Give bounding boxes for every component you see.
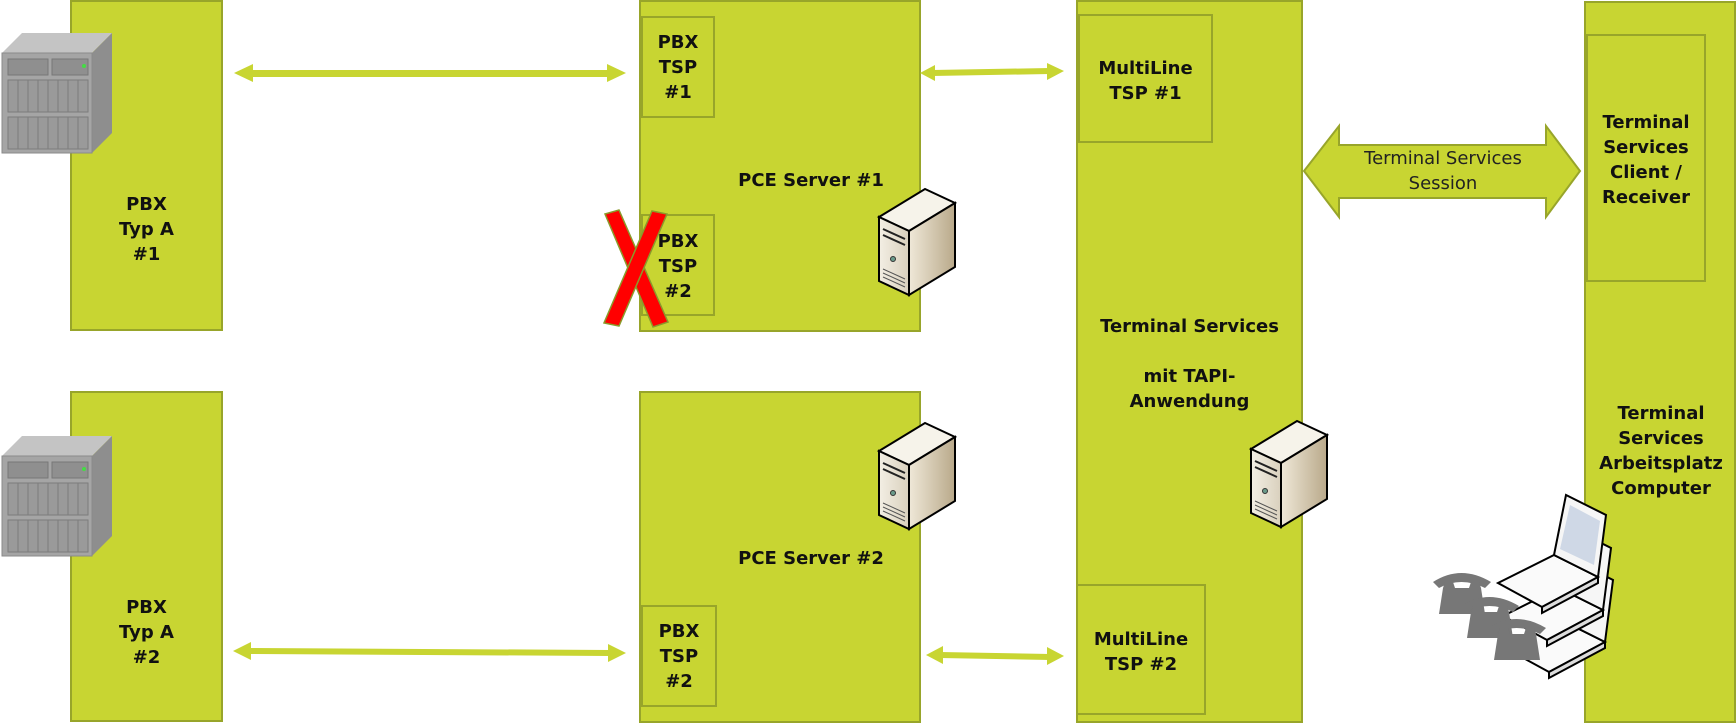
multiline-tsp1-label: MultiLine TSP #1 [1098,58,1193,104]
arrow-pce1-terminal [920,63,1064,81]
session-arrow-label: Terminal Services Session [1364,148,1522,194]
pce1-pbx-tsp1-label: PBX TSP #1 [657,32,699,103]
arrow-pbx2-pce2 [233,642,626,662]
terminal-services-box: MultiLine TSP #1 Terminal Services mit T… [1076,0,1303,723]
pce2-pbx-tsp2-label: PBX TSP #2 [658,621,700,692]
pbx2-label: PBX Typ A #2 [119,597,174,668]
pce2-label: PCE Server #2 [738,548,884,569]
multiline-tsp2-label: MultiLine TSP #2 [1093,629,1189,675]
pbx2-box: PBX Typ A #2 [70,391,223,722]
arrow-pce2-terminal [926,646,1064,665]
pce-server-2-box: PCE Server #2 PBX TSP #2 [639,391,921,723]
workstation-label: Terminal Services Arbeitsplatz Computer [1599,403,1723,499]
pce1-label: PCE Server #1 [738,170,884,191]
pce1-pbx-tsp2-box: PBX TSP #2 [641,214,715,316]
telephone-stack-icon [1433,573,1546,660]
ts-client-box: Terminal Services Client / Receiver [1586,34,1706,282]
ts-client-label: Terminal Services Client / Receiver [1602,112,1690,208]
workstation-box: Terminal Services Client / Receiver Term… [1584,1,1736,723]
pbx1-label: PBX Typ A #1 [119,194,174,265]
terminal-services-label: Terminal Services mit TAPI- Anwendung [1100,316,1279,412]
arrow-pbx1-pce1 [234,64,626,82]
multiline-tsp1-box: MultiLine TSP #1 [1078,14,1213,143]
pce-server-1-box: PBX TSP #1 PCE Server #1 PBX TSP #2 [639,0,921,332]
pce1-pbx-tsp1-box: PBX TSP #1 [641,16,715,118]
pbx1-box: PBX Typ A #1 [70,0,223,331]
multiline-tsp2-box: MultiLine TSP #2 [1076,584,1206,715]
pce2-pbx-tsp2-box: PBX TSP #2 [641,605,717,707]
pce1-pbx-tsp2-label: PBX TSP #2 [657,231,699,302]
